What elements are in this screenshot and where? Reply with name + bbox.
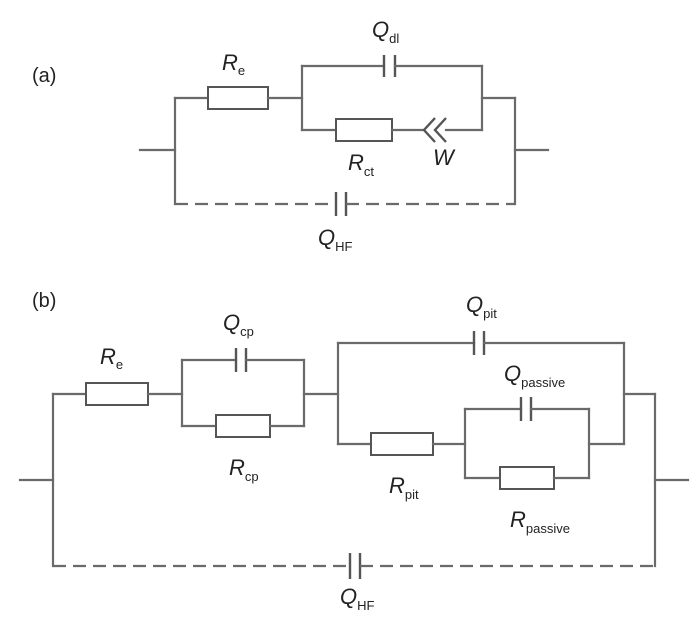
panel-b-qpassive-label: Qpassive bbox=[504, 361, 565, 390]
panel-b-qhf-label: QHF bbox=[340, 584, 375, 613]
panel-a-w-label: W bbox=[433, 145, 456, 170]
panel-b-rcp-resistor bbox=[215, 414, 271, 438]
panel-a-warburg-element bbox=[422, 117, 447, 143]
panel-a-qdl-label: Qdl bbox=[372, 17, 399, 46]
panel-b: (b) bbox=[18, 290, 690, 613]
panel-a-tag: (a) bbox=[32, 65, 56, 87]
panel-a: (a) Re bbox=[32, 17, 550, 254]
panel-a-rct-label: Rct bbox=[348, 150, 374, 179]
panel-a-qhf-label: QHF bbox=[318, 225, 353, 254]
panel-a-rct-resistor bbox=[335, 118, 393, 142]
panel-b-qcp-label: Qcp bbox=[223, 310, 254, 339]
panel-a-re-label: Re bbox=[222, 50, 245, 78]
panel-b-rpit-resistor bbox=[370, 432, 434, 456]
panel-b-re-resistor bbox=[85, 382, 149, 406]
panel-b-re-label: Re bbox=[100, 344, 123, 372]
panel-b-rpit-label: Rpit bbox=[389, 473, 419, 502]
panel-b-qpit-label: Qpit bbox=[466, 292, 497, 321]
panel-b-rpassive-label: Rpassive bbox=[510, 507, 570, 536]
panel-b-rcp-label: Rcp bbox=[229, 455, 259, 484]
panel-b-rpassive-resistor bbox=[499, 466, 555, 490]
panel-a-re-resistor bbox=[207, 86, 269, 110]
panel-b-tag: (b) bbox=[32, 290, 56, 312]
